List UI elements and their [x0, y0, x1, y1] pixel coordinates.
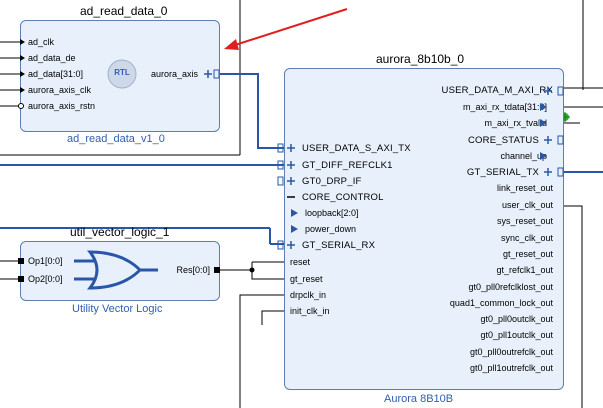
aurora-port-link-reset-out[interactable]: link_reset_out	[496, 183, 553, 193]
aurora-port-gt0-pll1outclk-out[interactable]: gt0_pll1outclk_out	[480, 330, 553, 340]
ad-read-port-aurora-axis-rstn[interactable]: aurora_axis_rstn	[28, 101, 96, 111]
ad-read-instance-name: ad_read_data_0	[80, 4, 168, 18]
net-wires[interactable]	[0, 41, 603, 408]
ad-read-port-ad-data-de[interactable]: ad_data_de	[28, 53, 76, 63]
rtl-logo-label: RTL	[114, 68, 130, 77]
aurora-module-name: Aurora 8B10B	[384, 393, 454, 405]
ad-read-port-aurora-axis[interactable]: aurora_axis	[150, 69, 198, 79]
util-instance-name: util_vector_logic_1	[70, 225, 170, 239]
aurora-port-loopback[interactable]: loopback[2:0]	[305, 208, 359, 218]
aurora-port-sys-reset-out[interactable]: sys_reset_out	[496, 216, 553, 226]
aurora-port-gt-serial-tx[interactable]: GT_SERIAL_TX	[466, 167, 539, 178]
aurora-port-gt0-drp-if[interactable]: GT0_DRP_IF	[302, 176, 362, 187]
aurora-port-gt-reset-out[interactable]: gt_reset_out	[502, 249, 553, 259]
aurora-port-gt-diff-refclk1[interactable]: GT_DIFF_REFCLK1	[302, 160, 393, 171]
wire-junctions	[249, 267, 255, 273]
aurora-port-reset[interactable]: reset	[290, 257, 311, 267]
aurora-port-gt0-pll0outrefclk-out[interactable]: gt0_pll0outrefclk_out	[469, 347, 553, 357]
aurora-port-user-data-s-axi-tx[interactable]: USER_DATA_S_AXI_TX	[302, 143, 411, 154]
ad-read-port-ad-clk[interactable]: ad_clk	[28, 37, 55, 47]
aurora-port-quad1-common-lock-out[interactable]: quad1_common_lock_out	[449, 298, 553, 308]
aurora-port-core-control[interactable]: CORE_CONTROL	[302, 192, 384, 203]
aurora-port-gt-reset[interactable]: gt_reset	[290, 274, 323, 284]
bus-wires[interactable]	[0, 73, 603, 245]
util-port-op2[interactable]: Op2[0:0]	[28, 274, 63, 284]
aurora-instance-name: aurora_8b10b_0	[376, 52, 465, 66]
aurora-port-m-axi-rx-tdata[interactable]: m_axi_rx_tdata[31:0]	[462, 102, 547, 112]
aurora-port-init-clk-in[interactable]: init_clk_in	[290, 306, 330, 316]
red-arrow-icon	[224, 8, 348, 50]
hierarchy-frame	[0, 0, 584, 408]
aurora-port-sync-clk-out[interactable]: sync_clk_out	[500, 233, 553, 243]
util-port-op1[interactable]: Op1[0:0]	[28, 256, 63, 266]
aurora-port-core-status[interactable]: CORE_STATUS	[468, 135, 539, 146]
aurora-port-drpclk-in[interactable]: drpclk_in	[290, 290, 327, 300]
aurora-port-channel-up[interactable]: channel_up	[500, 151, 547, 161]
aurora-port-gt-serial-rx[interactable]: GT_SERIAL_RX	[302, 240, 376, 251]
aurora-port-power-down[interactable]: power_down	[305, 224, 357, 234]
aurora-port-gt-refclk1-out[interactable]: gt_refclk1_out	[496, 265, 553, 275]
util-port-res[interactable]: Res[0:0]	[176, 265, 210, 275]
aurora-port-user-clk-out[interactable]: user_clk_out	[501, 200, 553, 210]
ad-read-port-ad-data[interactable]: ad_data[31:0]	[28, 69, 84, 79]
ad-read-port-aurora-axis-clk[interactable]: aurora_axis_clk	[28, 85, 92, 95]
aurora-port-m-axi-rx-tvalid[interactable]: m_axi_rx_tvalid	[484, 118, 547, 128]
aurora-port-gt0-pll1outrefclk-out[interactable]: gt0_pll1outrefclk_out	[469, 363, 553, 373]
aurora-port-gt0-pll0outclk-out[interactable]: gt0_pll0outclk_out	[480, 314, 553, 324]
util-module-name: Utility Vector Logic	[72, 303, 163, 315]
aurora-port-user-data-m-axi-rx[interactable]: USER_DATA_M_AXI_RX	[441, 85, 553, 96]
aurora-8b10b-block[interactable]	[284, 68, 564, 390]
aurora-port-gt0-pll0refclklost-out[interactable]: gt0_pll0refclklost_out	[468, 282, 553, 292]
ad-read-module-name: ad_read_data_v1_0	[67, 133, 165, 145]
